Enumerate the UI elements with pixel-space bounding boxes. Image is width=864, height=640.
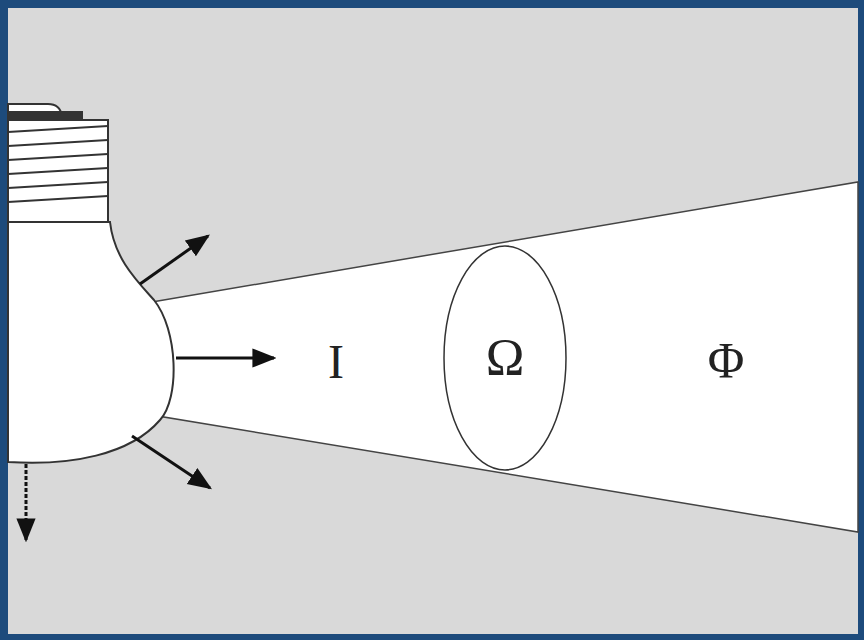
solid-angle-ellipse: Ω [443,245,567,471]
ellipse-shape [444,246,566,470]
background-panel [8,8,858,634]
bulb-screw-base [8,104,108,222]
solid-angle-symbol: Ω [486,332,525,384]
intensity-symbol: I [328,338,344,386]
bulb-glass [8,222,174,463]
light-ray-arrows [26,236,274,540]
light-cone [152,182,858,532]
flux-symbol: Φ [708,335,745,385]
